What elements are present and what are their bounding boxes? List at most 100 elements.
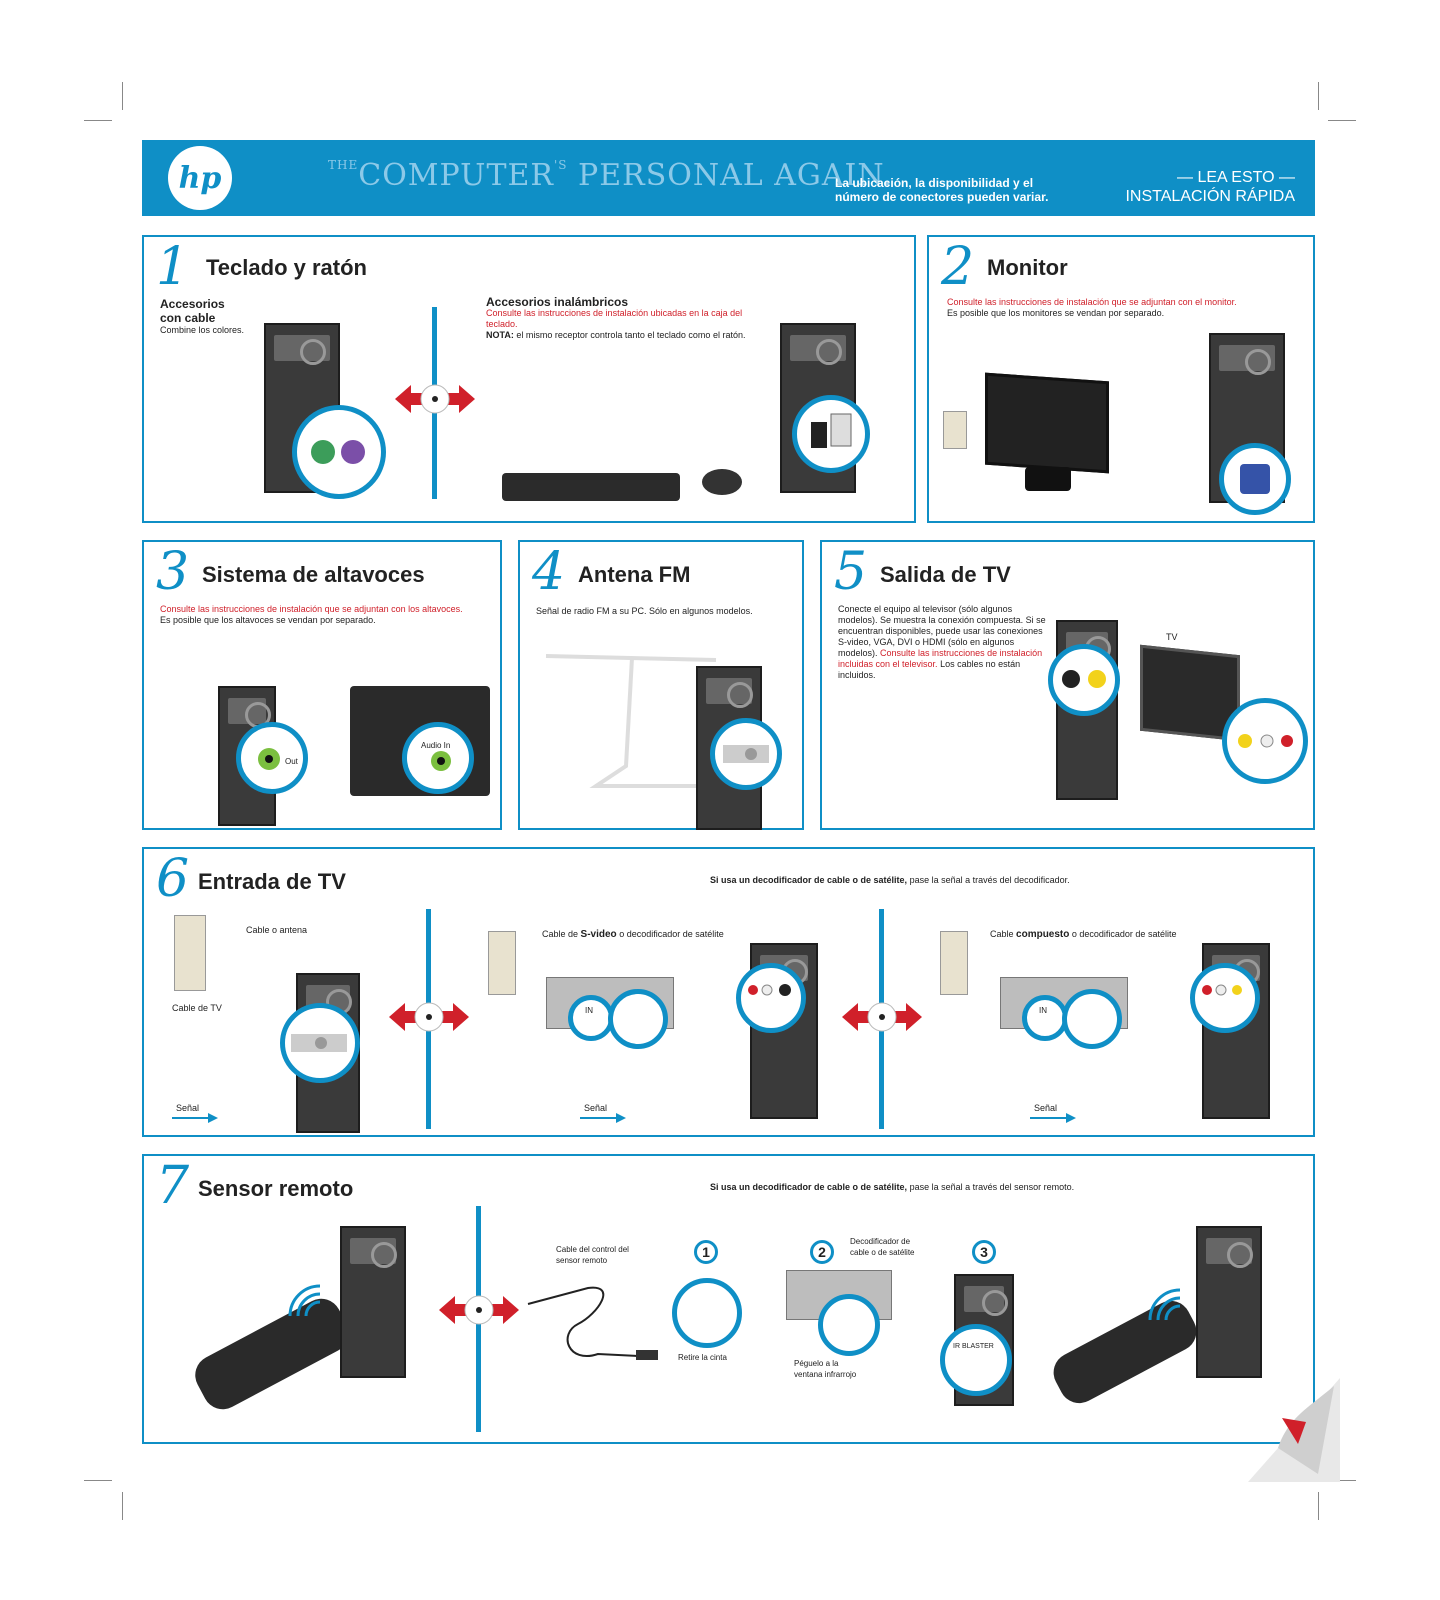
- tv-out-magnifier: [1048, 644, 1120, 716]
- audio-in-label: Audio In: [421, 741, 451, 750]
- banner-note: La ubicación, la disponibilidad y el núm…: [835, 176, 1049, 204]
- crop-mark: [1328, 1480, 1356, 1481]
- monitor-stand: [1025, 467, 1071, 491]
- decoder-in-magnifier: IN: [1022, 995, 1068, 1041]
- wired-title: Accesorios con cable: [160, 297, 225, 325]
- wall-outlet: [943, 411, 967, 449]
- wireless-note: NOTA: el mismo receptor controla tanto e…: [486, 330, 746, 340]
- audio-in-magnifier: Audio In: [402, 722, 474, 794]
- either-or-arrows-icon: [842, 1002, 922, 1032]
- in-label: IN: [585, 1006, 593, 1015]
- vga-magnifier: [1219, 443, 1291, 515]
- cable-antenna-label: Cable o antena: [246, 925, 308, 935]
- section-number: 2: [941, 237, 975, 297]
- tv-out-text: Conecte el equipo al televisor (sólo alg…: [838, 604, 1046, 680]
- crop-mark: [1318, 1492, 1319, 1520]
- mouse-image: [702, 469, 742, 495]
- signal-label: Señal: [1034, 1103, 1058, 1113]
- ir-waves-icon: [288, 1284, 321, 1317]
- section-tv-in: 6 Entrada de TV Si usa un decodificador …: [142, 847, 1315, 1137]
- signal-arrow-icon: [1030, 1113, 1076, 1123]
- monitor-image: [985, 372, 1109, 474]
- vga-port-icon: [1240, 464, 1270, 494]
- crop-mark: [1318, 82, 1319, 110]
- in-label: IN: [1039, 1006, 1047, 1015]
- hp-logo: hp: [168, 146, 232, 210]
- step-3-badge: 3: [972, 1240, 996, 1264]
- section-number: 7: [156, 1156, 190, 1216]
- signal-label: Señal: [176, 1103, 200, 1113]
- remove-tape-magnifier: [672, 1278, 742, 1348]
- remote-cable-label: Cable del control del sensor remoto: [556, 1245, 629, 1265]
- slogan: THECOMPUTER'S PERSONAL AGAIN.: [328, 158, 894, 193]
- header-banner: hp THECOMPUTER'S PERSONAL AGAIN. La ubic…: [142, 140, 1315, 216]
- speakers-note: Es posible que los altavoces se vendan p…: [160, 615, 376, 625]
- step-2-badge: 2: [810, 1240, 834, 1264]
- ir-blaster-magnifier: IR BLASTER: [940, 1324, 1012, 1396]
- monitor-instructions: Consulte las instrucciones de instalació…: [947, 297, 1237, 307]
- crop-mark: [84, 120, 112, 121]
- tv-label: TV: [1166, 632, 1178, 642]
- section-speakers: 3 Sistema de altavoces Consulte las inst…: [142, 540, 502, 830]
- page-curl-icon[interactable]: [1248, 1378, 1340, 1482]
- wall-plate: [940, 931, 968, 995]
- ir-waves-icon: [1148, 1288, 1181, 1321]
- wired-text: Combine los colores.: [160, 325, 245, 335]
- signal-arrow-icon: [172, 1113, 218, 1123]
- crop-mark: [122, 82, 123, 110]
- wall-plate: [488, 931, 516, 995]
- section-keyboard-mouse: 1 Teclado y ratón Accesorios con cable C…: [142, 235, 916, 523]
- remote-control-image: [188, 1291, 356, 1417]
- section-title: Salida de TV: [880, 562, 1011, 587]
- decoder-label: Decodificador de cable o de satélite: [850, 1237, 915, 1257]
- remove-tape-label: Retire la cinta: [678, 1353, 727, 1362]
- decoder-note: Si usa un decodificador de cable o de sa…: [710, 875, 1070, 885]
- section-title: Entrada de TV: [198, 869, 346, 894]
- section-fm-antenna: 4 Antena FM Señal de radio FM a su PC. S…: [518, 540, 804, 830]
- section-number: 3: [156, 542, 190, 602]
- section-title: Monitor: [987, 255, 1068, 280]
- decoder-out-magnifier: [608, 989, 668, 1049]
- section-title: Sistema de altavoces: [202, 562, 425, 587]
- fm-port-icon: [723, 745, 769, 763]
- audio-out-magnifier: Out: [236, 722, 308, 794]
- keyboard-image: [502, 473, 680, 501]
- crop-mark: [122, 1492, 123, 1520]
- tv-in-ports-icon: [1238, 734, 1293, 748]
- tv-in-magnifier: [1222, 698, 1308, 784]
- wireless-instructions: Consulte las instrucciones de instalació…: [486, 308, 743, 329]
- signal-arrow-icon: [580, 1113, 626, 1123]
- either-or-arrows-icon: [395, 384, 475, 414]
- pc-front-tower: [1196, 1226, 1262, 1378]
- speakers-instructions: Consulte las instrucciones de instalació…: [160, 604, 463, 614]
- ps2-ports-icon: [311, 440, 365, 464]
- section-number: 4: [532, 542, 566, 602]
- section-monitor: 2 Monitor Consulte las instrucciones de …: [927, 235, 1315, 523]
- composite-label: Cable compuesto o decodificador de satél…: [990, 929, 1177, 940]
- monitor-note: Es posible que los monitores se vendan p…: [947, 308, 1165, 318]
- tv-tuner-magnifier: [280, 1003, 360, 1083]
- coax-port-icon: [291, 1034, 347, 1052]
- signal-label: Señal: [584, 1103, 608, 1113]
- either-or-arrows-icon: [389, 1002, 469, 1032]
- stick-label: Péguelo a la ventana infrarrojo: [794, 1359, 857, 1379]
- crop-mark: [84, 1480, 112, 1481]
- either-or-arrows-icon: [439, 1295, 519, 1325]
- decoder-out-magnifier: [1062, 989, 1122, 1049]
- cable-tv-label: Cable de TV: [172, 1003, 222, 1013]
- svideo-label: Cable de S-video o decodificador de saté…: [542, 929, 724, 940]
- fm-text: Señal de radio FM a su PC. Sólo en algun…: [536, 606, 753, 616]
- remote-note: Si usa un decodificador de cable o de sa…: [710, 1182, 1075, 1192]
- crop-mark: [1328, 120, 1356, 121]
- audio-in-jack-icon: [431, 751, 451, 771]
- usb-port-icon: [811, 413, 852, 448]
- pc-composite-magnifier: [1190, 963, 1260, 1033]
- section-number: 5: [834, 542, 868, 602]
- fm-antenna-image: [545, 654, 717, 788]
- section-title: Antena FM: [578, 562, 691, 587]
- section-number: 1: [156, 237, 190, 297]
- usb-magnifier: [792, 395, 870, 473]
- step-1-badge: 1: [694, 1240, 718, 1264]
- out-label: Out: [285, 757, 298, 766]
- wireless-title: Accesorios inalámbricos: [486, 295, 629, 309]
